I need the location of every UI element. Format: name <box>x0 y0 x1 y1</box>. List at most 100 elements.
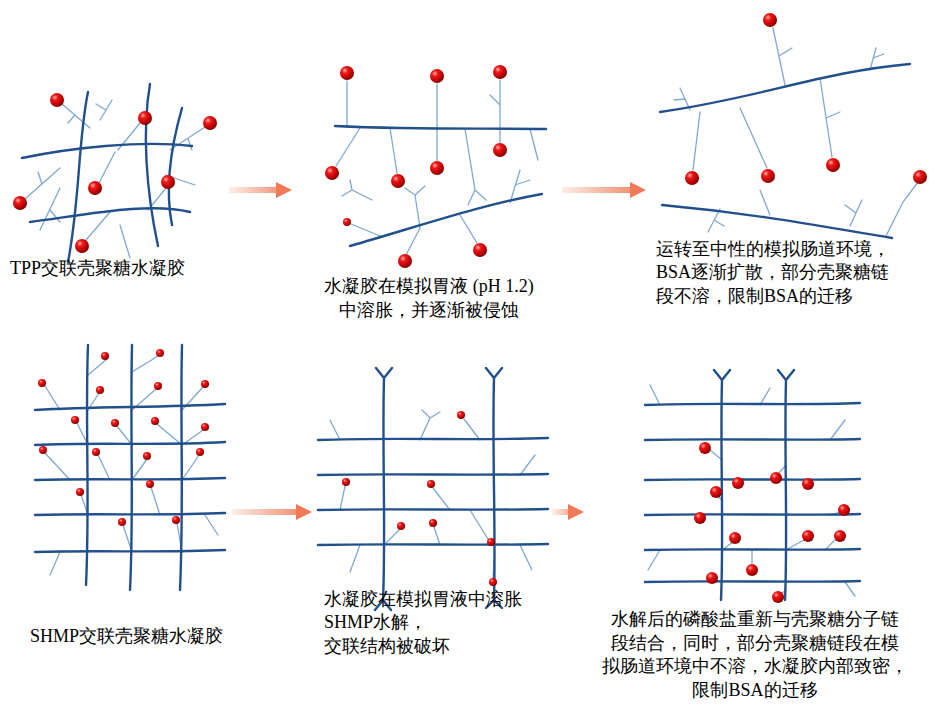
polymer-chain <box>436 129 437 161</box>
bsa-particle <box>342 411 497 586</box>
bsa-particle <box>685 13 927 185</box>
chitosan-chain <box>645 479 860 480</box>
stage-panel: 水凝胶在模拟胃液 (pH 1.2) 中溶胀，并逐渐被侵蚀 <box>298 55 560 322</box>
crosslinked-chain <box>35 442 225 445</box>
bsa-particle <box>746 564 758 576</box>
polymer-chain <box>499 128 500 143</box>
bsa-particle <box>772 591 784 603</box>
crosslinked-chain <box>169 108 182 225</box>
stage-caption: 水凝胶在模拟胃液 (pH 1.2) 中溶胀，并逐渐被侵蚀 <box>298 275 560 322</box>
bsa-particle <box>473 243 487 257</box>
crosslinked-chain <box>86 345 88 585</box>
polymer-chain <box>405 186 425 228</box>
crosslinked-chain <box>35 478 225 480</box>
chitosan-chain <box>318 368 548 610</box>
polymer-chain <box>336 80 538 255</box>
bsa-particle <box>201 423 209 431</box>
bsa-particle <box>430 161 444 175</box>
polymer-chain <box>25 100 205 258</box>
bsa-particle <box>493 65 507 79</box>
crosslinked-chain <box>22 84 192 262</box>
bsa-particle <box>802 478 814 490</box>
crosslinked-chain <box>35 550 225 552</box>
bsa-particle <box>430 69 444 83</box>
bsa-particle <box>685 171 699 185</box>
bsa-particle <box>732 477 744 489</box>
process-arrow <box>229 187 276 193</box>
stage-caption: TPP交联壳聚糖水凝胶 <box>5 257 227 280</box>
bsa-particle <box>457 411 465 419</box>
bsa-particle <box>710 486 722 498</box>
bsa-particle <box>71 416 79 424</box>
bsa-particle <box>694 512 706 524</box>
chitosan-chain <box>645 581 860 582</box>
polymer-chain <box>406 228 420 255</box>
polymer-chain <box>342 180 372 200</box>
stage-caption: 运转至中性的模拟肠道环境， BSA逐渐扩散，部分壳聚糖链 段不溶，限制BSA的迁… <box>652 238 910 308</box>
crosslinked-chain <box>35 513 225 515</box>
stage-panel: 运转至中性的模拟肠道环境， BSA逐渐扩散，部分壳聚糖链 段不溶，限制BSA的迁… <box>652 8 922 308</box>
bsa-particle <box>770 472 782 484</box>
bsa-particle <box>143 452 151 460</box>
polymer-chain <box>490 80 500 128</box>
polymer-chain <box>45 356 158 410</box>
bsa-particle <box>729 532 741 544</box>
stage-caption: 水凝胶在模拟胃液中溶胀 SHMP水解，交联结构被破坏 <box>318 588 550 658</box>
chitosan-chain <box>645 370 860 600</box>
crosslinked-chain <box>35 345 225 590</box>
polymer-chain <box>648 385 855 596</box>
polymer-chain <box>50 487 218 575</box>
bsa-particle <box>196 448 204 456</box>
process-arrow <box>562 187 630 193</box>
chitosan-chain <box>335 126 546 246</box>
polymer-chain <box>86 212 110 240</box>
stage-panel: 水凝胶在模拟胃液中溶胀 SHMP水解，交联结构被破坏 <box>318 368 550 658</box>
bsa-particle <box>763 13 777 27</box>
crosslinked-chain <box>22 144 192 158</box>
bsa-particle <box>343 218 351 226</box>
bsa-particle <box>111 419 119 427</box>
chitosan-chain <box>778 370 794 600</box>
bsa-particle <box>154 382 162 390</box>
bsa-particle <box>325 166 339 180</box>
process-arrow <box>232 509 296 515</box>
bsa-particle <box>118 518 126 526</box>
bsa-particle <box>88 181 102 195</box>
bsa-particle <box>397 522 405 530</box>
bsa-particle <box>342 478 350 486</box>
crosslinked-chain <box>35 404 225 410</box>
crosslinked-chain <box>146 84 158 246</box>
polymer-chain <box>96 100 112 120</box>
bsa-particle <box>802 530 814 542</box>
crosslinked-chain <box>180 345 182 590</box>
polymer-chain <box>845 200 862 226</box>
bsa-particle <box>13 93 217 253</box>
polymer-chain <box>648 385 855 596</box>
stage-panel: TPP交联壳聚糖水凝胶 <box>5 55 227 280</box>
bsa-particle <box>429 519 437 527</box>
bsa-particle <box>96 386 104 394</box>
polymer-chain <box>760 190 770 215</box>
chitosan-chain <box>375 368 392 610</box>
bsa-particle <box>706 572 718 584</box>
polymer-chain <box>346 81 347 126</box>
polymer-chain <box>45 453 199 515</box>
stage-caption: SHMP交联壳聚糖水凝胶 <box>10 625 230 648</box>
polymer-chain <box>330 420 535 572</box>
crosslinked-chain <box>130 345 132 590</box>
stage-caption: 水解后的磷酸盐重新与壳聚糖分子链 段结合，同时，部分壳聚糖链段在模 拟肠道环境中… <box>592 608 918 702</box>
bsa-particle <box>761 169 775 183</box>
chitosan-chain <box>335 126 546 129</box>
chitosan-chain <box>318 438 548 440</box>
polymer-chain <box>77 387 203 445</box>
polymer-chain <box>773 28 792 85</box>
chitosan-chain <box>714 370 730 600</box>
polymer-chain <box>530 129 538 160</box>
polymer-chain <box>740 108 767 168</box>
bsa-particle <box>489 578 497 586</box>
chitosan-chain <box>645 403 860 405</box>
bsa-particle <box>913 170 927 184</box>
chitosan-chain <box>660 64 910 112</box>
bsa-particle <box>203 116 217 130</box>
